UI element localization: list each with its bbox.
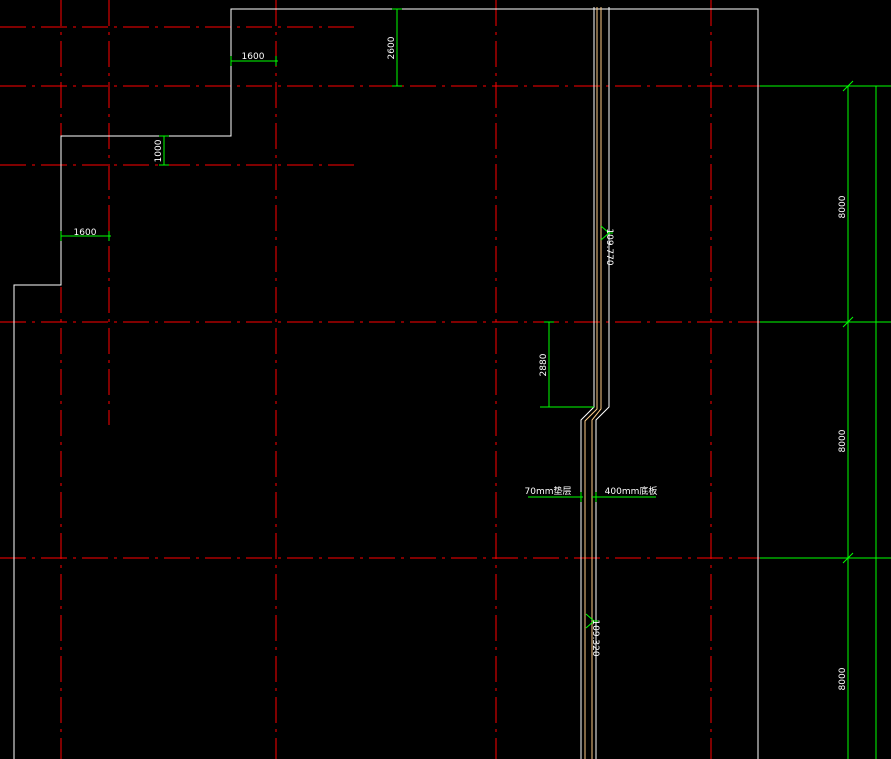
wall-line-inner-left bbox=[584, 7, 598, 759]
wall-lines bbox=[580, 7, 610, 759]
elevation-upper-label: 109.770 bbox=[604, 228, 614, 265]
stepped-boundary bbox=[13, 8, 759, 759]
dim-mid-step-height-text: 1000 bbox=[154, 139, 164, 162]
dimension-lines bbox=[60, 8, 891, 759]
dim-top-step-height-text: 2600 bbox=[387, 36, 397, 59]
dim-bay-tick-322 bbox=[842, 316, 854, 328]
dim-left-step-width-text: 1600 bbox=[74, 228, 97, 238]
dim-bay-bottom-text: 8000 bbox=[838, 667, 848, 690]
wall-line-outer-left bbox=[580, 7, 595, 759]
wall-line-inner-right bbox=[591, 7, 602, 759]
elevation-lower-label: 109.320 bbox=[590, 619, 600, 656]
thickness-left-label: 70mm垫层 bbox=[525, 485, 572, 497]
dim-bay-tick-86 bbox=[842, 80, 854, 92]
thickness-right-label: 400mm底板 bbox=[605, 485, 658, 497]
wall-line-outer-right bbox=[595, 7, 610, 759]
dimension-texts: 1600 2600 1000 1600 2880 8000 8000 8000 … bbox=[74, 36, 848, 690]
dim-top-step-width-text: 1600 bbox=[242, 52, 265, 62]
dim-bay-tick-558 bbox=[842, 552, 854, 564]
site-outline bbox=[13, 8, 759, 759]
dim-bay-middle-text: 8000 bbox=[838, 429, 848, 452]
dim-bay-top-text: 8000 bbox=[838, 195, 848, 218]
dim-transition-text: 2880 bbox=[539, 353, 549, 376]
